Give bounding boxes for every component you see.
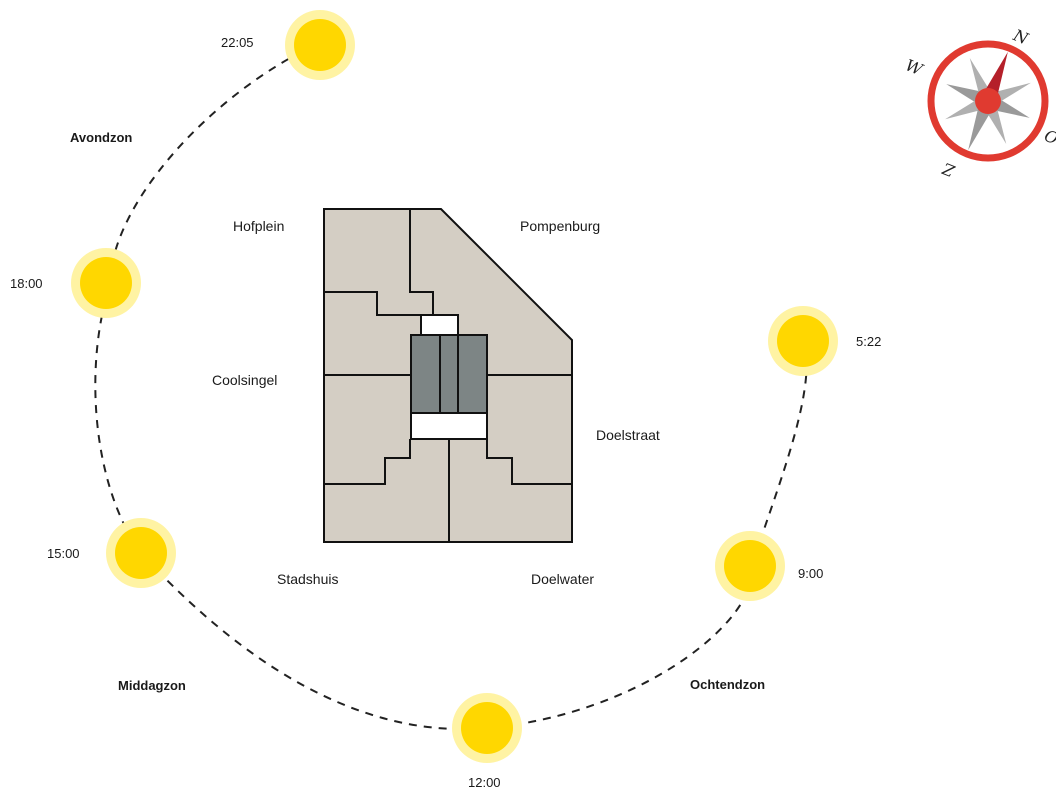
core-lobby: [410, 412, 488, 440]
elevator-shaft-1: [410, 334, 441, 414]
street-label-doelstraat: Doelstraat: [596, 427, 660, 443]
sun-period-morning: Ochtendzon: [690, 677, 766, 692]
compass-east-label: O: [1042, 126, 1056, 149]
street-label-hofplein: Hofplein: [233, 218, 285, 234]
sun-time-1500: 15:00: [47, 546, 80, 561]
street-label-stadshuis: Stadshuis: [277, 571, 339, 587]
sun-1500: [106, 518, 176, 588]
building-interior-walls: [324, 209, 572, 542]
elevator-shaft-3: [457, 334, 488, 414]
street-label-coolsingel: Coolsingel: [212, 372, 278, 388]
sun-0900: [715, 531, 785, 601]
stair-core-north: [420, 314, 459, 336]
elevator-shaft-2: [439, 334, 459, 414]
sun-1200: [452, 693, 522, 763]
compass-west-label: W: [903, 55, 927, 79]
sun-time-0900: 9:00: [798, 566, 824, 581]
sun-1800: [71, 248, 141, 318]
sun-time-0522: 5:22: [856, 334, 882, 349]
street-label-pompenburg: Pompenburg: [520, 218, 601, 234]
building-floor-plan: [323, 208, 573, 543]
sun-period-evening: Avondzon: [70, 130, 133, 145]
compass-north-label: N: [1010, 25, 1032, 49]
street-label-doelwater: Doelwater: [531, 571, 595, 587]
sun-0522: [768, 306, 838, 376]
sun-time-1200: 12:00: [468, 775, 501, 790]
compass-south-label: Z: [939, 158, 958, 180]
sun-time-2205: 22:05: [221, 35, 254, 50]
sun-2205: [285, 10, 355, 80]
sun-period-afternoon: Middagzon: [118, 678, 186, 693]
compass-icon: N W O Z: [903, 25, 1056, 181]
sun-time-1800: 18:00: [10, 276, 43, 291]
